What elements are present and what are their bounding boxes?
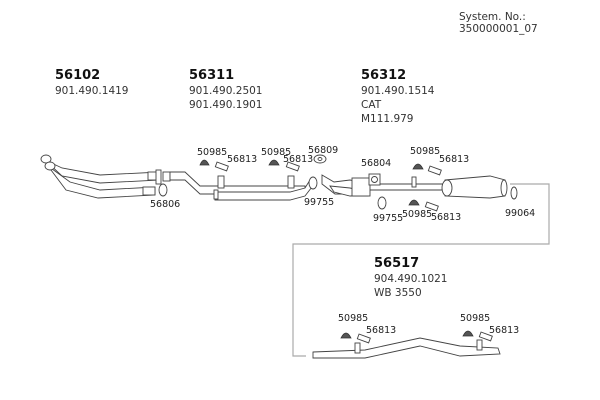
label-56813: 56813 [366,325,397,336]
label-56804: 56804 [361,158,392,169]
system-number: System. No.: 350000001_07 [459,11,538,35]
tail-pipe-56517[interactable] [312,337,501,359]
label-50985: 50985 [338,313,369,324]
gasket-56804[interactable] [368,173,381,186]
front-pipe-56102[interactable] [40,154,162,199]
bracket-56813-a[interactable] [214,161,229,172]
part-number: 56311 [189,68,235,83]
label-50985: 50985 [261,147,292,158]
label-99755: 99755 [304,197,335,208]
oe-number: 901.490.1419 [55,85,129,97]
middle-pipe-56311[interactable] [162,171,316,201]
oe-number: 901.490.1901 [189,99,263,111]
clamp-99755-b[interactable] [377,196,387,210]
oe-number: 904.490.1021 [374,273,448,285]
bracket-56813-f[interactable] [478,331,493,342]
hanger-50985-d[interactable] [408,199,420,206]
catalyst-pipe-56312[interactable] [321,174,508,199]
wheelbase-note: WB 3550 [374,287,422,299]
hanger-50985-f[interactable] [462,330,474,337]
bracket-56813-c[interactable] [427,165,442,176]
part-number: 56102 [55,68,101,83]
engine-code: M111.979 [361,113,414,125]
hanger-50985-b[interactable] [268,159,280,166]
label-56813: 56813 [431,212,462,223]
part-group-56312: 56312 901.490.1514 CAT M111.979 [361,68,434,126]
part-number: 56517 [374,256,420,271]
hanger-50985-e[interactable] [340,332,352,339]
ring-56806[interactable] [158,183,168,197]
connector-line [292,183,550,357]
oe-number: 901.490.2501 [189,85,263,97]
bracket-56813-d[interactable] [424,201,439,212]
label-99064: 99064 [505,208,536,219]
label-56806: 56806 [150,199,181,210]
label-56813: 56813 [439,154,470,165]
label-50985: 50985 [402,209,433,220]
bracket-56813-e[interactable] [356,333,371,344]
label-50985: 50985 [460,313,491,324]
part-number: 56312 [361,68,407,83]
label-50985: 50985 [410,146,441,157]
oe-number: 901.490.1514 [361,85,435,97]
hanger-50985-c[interactable] [412,163,424,170]
label-56813: 56813 [489,325,520,336]
label-56813: 56813 [227,154,258,165]
part-group-56311: 56311 901.490.2501 901.490.1901 [189,68,262,112]
label-56809: 56809 [308,145,339,156]
label-56813: 56813 [283,154,314,165]
bracket-56813-b[interactable] [285,161,300,172]
part-group-56102: 56102 901.490.1419 [55,68,128,98]
note-cat: CAT [361,99,382,111]
clamp-99755-a[interactable] [308,176,318,190]
label-99755: 99755 [373,213,404,224]
hanger-50985-a[interactable] [199,159,210,166]
gasket-56809[interactable] [313,154,327,164]
label-50985: 50985 [197,147,228,158]
clamp-99064[interactable] [510,186,518,200]
part-group-56517: 56517 904.490.1021 WB 3550 [374,256,447,300]
